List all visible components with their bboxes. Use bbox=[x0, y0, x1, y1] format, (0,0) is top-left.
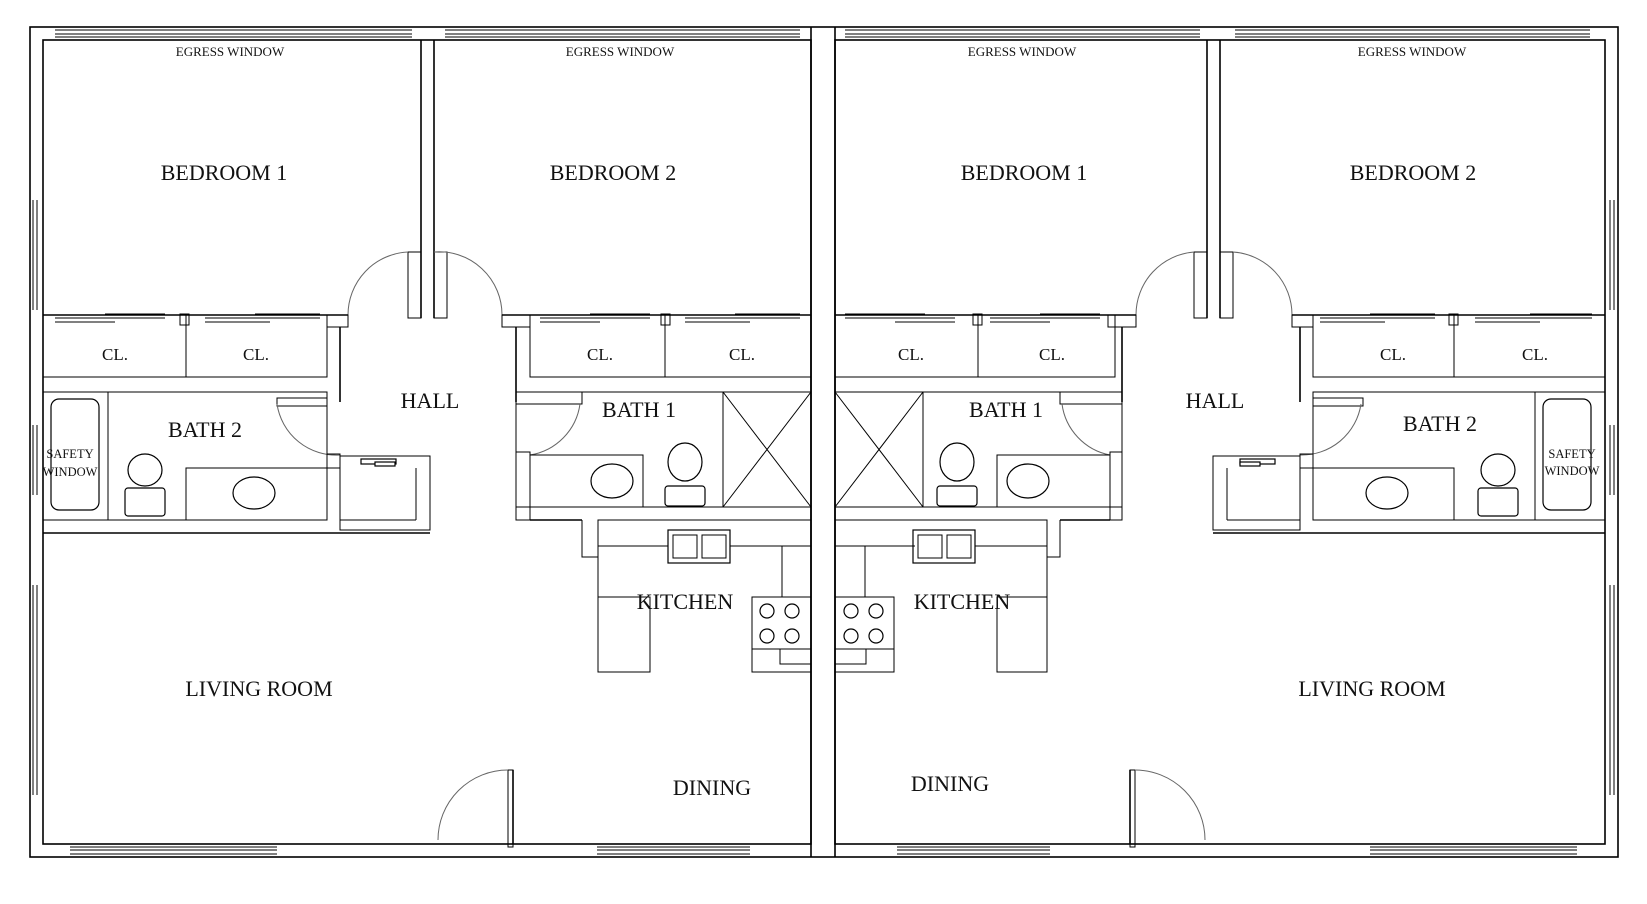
room-labels: EGRESS WINDOW EGRESS WINDOW EGRESS WINDO… bbox=[43, 44, 1600, 800]
side-windows bbox=[32, 200, 1615, 795]
exterior-wall-outer bbox=[29, 26, 1619, 858]
closet-label-2: CL. bbox=[243, 345, 269, 364]
kitchen-label-left: KITCHEN bbox=[637, 589, 734, 614]
hall-label-right: HALL bbox=[1186, 388, 1245, 413]
closet-label-6: CL. bbox=[1039, 345, 1065, 364]
egress-window-label-1: EGRESS WINDOW bbox=[176, 44, 285, 59]
bottom-windows bbox=[70, 846, 1577, 855]
safety-window-label-left-1: SAFETY bbox=[46, 447, 93, 461]
hall-label-left: HALL bbox=[401, 388, 460, 413]
living-room-label-right: LIVING ROOM bbox=[1298, 676, 1445, 701]
closet-label-3: CL. bbox=[587, 345, 613, 364]
safety-window-label-right-1: SAFETY bbox=[1548, 447, 1595, 461]
closet-label-5: CL. bbox=[898, 345, 924, 364]
bath-2-label-left: BATH 2 bbox=[168, 417, 242, 442]
bath-2-label-right: BATH 2 bbox=[1403, 411, 1477, 436]
closet-label-1: CL. bbox=[102, 345, 128, 364]
closet-label-4: CL. bbox=[729, 345, 755, 364]
kitchen-label-right: KITCHEN bbox=[914, 589, 1011, 614]
closet-label-8: CL. bbox=[1522, 345, 1548, 364]
egress-window-label-3: EGRESS WINDOW bbox=[968, 44, 1077, 59]
closet-label-7: CL. bbox=[1380, 345, 1406, 364]
dining-label-left: DINING bbox=[673, 775, 751, 800]
bath-1-label-right: BATH 1 bbox=[969, 397, 1043, 422]
bedroom-2-label-right: BEDROOM 2 bbox=[1350, 160, 1477, 185]
egress-window-label-2: EGRESS WINDOW bbox=[566, 44, 675, 59]
living-room-label-left: LIVING ROOM bbox=[185, 676, 332, 701]
dining-label-right: DINING bbox=[911, 771, 989, 796]
right-unit bbox=[834, 40, 1606, 848]
bedroom-2-label-left: BEDROOM 2 bbox=[550, 160, 677, 185]
bath-1-label-left: BATH 1 bbox=[602, 397, 676, 422]
egress-window-label-4: EGRESS WINDOW bbox=[1358, 44, 1467, 59]
left-unit bbox=[42, 40, 812, 848]
bedroom-1-label-right: BEDROOM 1 bbox=[961, 160, 1088, 185]
safety-window-label-left-2: WINDOW bbox=[43, 465, 98, 479]
top-windows bbox=[55, 29, 1590, 38]
safety-window-label-right-2: WINDOW bbox=[1545, 464, 1600, 478]
bedroom-1-label-left: BEDROOM 1 bbox=[161, 160, 288, 185]
